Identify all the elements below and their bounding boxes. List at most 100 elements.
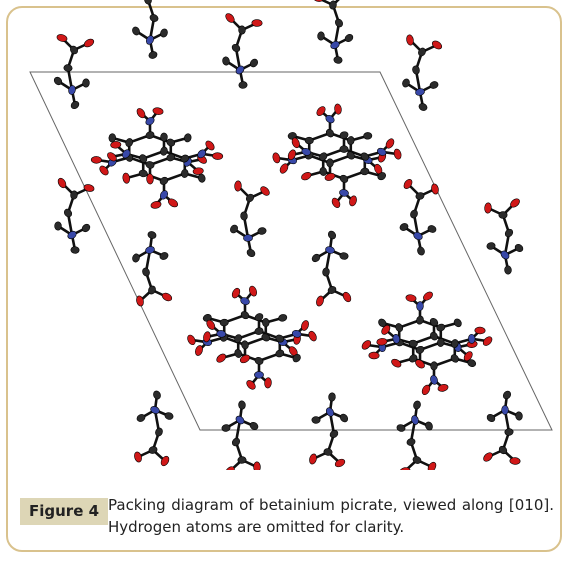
carbon-atom — [254, 357, 264, 365]
carbon-atom — [164, 412, 174, 420]
carbon-atom — [328, 392, 336, 402]
nitrogen-atom — [197, 149, 207, 159]
carbon-atom — [347, 136, 355, 146]
carbon-atom — [237, 456, 247, 464]
nitrogen-atom — [339, 189, 349, 197]
nitrogen-atom — [254, 371, 264, 379]
carbon-atom — [166, 153, 176, 162]
nitrogen-atom — [500, 250, 510, 260]
nitrogen-atom — [392, 333, 401, 344]
oxygen-atom — [246, 380, 256, 390]
oxygen-atom — [334, 103, 342, 115]
carbon-atom — [416, 315, 424, 325]
carbon-atom — [262, 318, 270, 328]
carbon-atom — [153, 390, 161, 400]
carbon-atom — [417, 246, 425, 256]
oxygen-atom — [234, 180, 242, 192]
carbon-atom — [408, 339, 418, 348]
carbon-atom — [402, 78, 410, 88]
carbon-atom — [240, 211, 248, 221]
carbon-atom — [197, 173, 206, 183]
carbon-atom — [413, 400, 421, 410]
nitrogen-atom — [145, 246, 155, 254]
oxygen-atom — [423, 291, 433, 301]
oxygen-atom — [399, 467, 411, 470]
carbon-atom — [159, 176, 169, 185]
carbon-atom — [451, 339, 459, 349]
oxygen-atom — [301, 320, 309, 331]
oxygen-atom — [334, 458, 346, 468]
carbon-atom — [486, 414, 496, 422]
carbon-atom — [418, 47, 426, 57]
oxygen-atom — [136, 295, 144, 307]
carbon-atom — [54, 221, 62, 231]
oxygen-atom — [431, 40, 443, 50]
carbon-atom — [249, 422, 259, 430]
carbon-atom — [498, 445, 508, 455]
carbon-atom — [278, 314, 288, 322]
carbon-atom — [231, 43, 241, 53]
carbon-atom — [245, 193, 255, 203]
carbon-atom — [515, 411, 523, 421]
nitrogen-atom — [243, 234, 253, 242]
carbon-atom — [160, 146, 168, 156]
carbon-atom — [323, 448, 333, 456]
oxygen-atom — [391, 358, 402, 368]
carbon-atom — [230, 224, 238, 234]
carbon-atom — [412, 456, 422, 464]
nitrogen-atom — [325, 114, 335, 124]
carbon-atom — [360, 167, 370, 176]
oxygen-atom — [308, 330, 317, 342]
carbon-atom — [504, 265, 512, 275]
oxygen-atom — [361, 340, 372, 350]
nitrogen-atom — [150, 406, 160, 414]
carbon-atom — [437, 337, 445, 347]
carbon-atom — [234, 349, 243, 358]
oxygen-atom — [342, 291, 352, 303]
oxygen-atom — [192, 167, 204, 175]
carbon-atom — [329, 430, 339, 438]
nitrogen-atom — [468, 333, 476, 344]
oxygen-atom — [253, 461, 261, 470]
carbon-atom — [139, 154, 148, 163]
carbon-atom — [257, 227, 267, 235]
oxygen-atom — [291, 137, 300, 149]
oxygen-atom — [403, 178, 413, 190]
carbon-atom — [145, 131, 155, 139]
nitrogen-atom — [291, 330, 302, 338]
carbon-atom — [138, 169, 148, 178]
carbon-atom — [467, 359, 477, 368]
carbon-atom — [142, 267, 150, 277]
carbon-atom — [148, 446, 158, 454]
oxygen-atom — [99, 165, 109, 176]
carbon-atom — [327, 286, 337, 294]
nitrogen-atom — [68, 85, 76, 95]
oxygen-atom — [309, 453, 317, 465]
oxygen-atom — [484, 202, 492, 214]
carbon-atom — [160, 132, 168, 142]
carbon-atom — [377, 172, 386, 181]
carbon-atom — [429, 81, 439, 89]
nitrogen-atom — [415, 88, 425, 96]
carbon-atom — [415, 345, 425, 354]
carbon-atom — [82, 78, 90, 88]
carbon-atom — [149, 14, 159, 22]
oxygen-atom — [287, 149, 296, 161]
carbon-atom — [502, 390, 512, 400]
oxygen-atom — [474, 326, 486, 335]
carbon-atom — [219, 318, 229, 327]
oxygen-atom — [83, 38, 95, 48]
oxygen-atom — [421, 384, 431, 396]
carbon-atom — [250, 58, 258, 68]
carbon-atom — [222, 56, 230, 66]
figure-frame — [6, 6, 562, 552]
carbon-atom — [108, 133, 116, 143]
carbon-atom — [183, 133, 192, 143]
oxygen-atom — [264, 377, 272, 389]
carbon-atom — [275, 334, 285, 343]
carbon-atom — [221, 424, 231, 432]
carbon-atom — [81, 223, 91, 233]
carbon-atom — [450, 354, 459, 363]
packing-diagram — [29, 0, 553, 470]
oxygen-atom — [56, 34, 68, 42]
